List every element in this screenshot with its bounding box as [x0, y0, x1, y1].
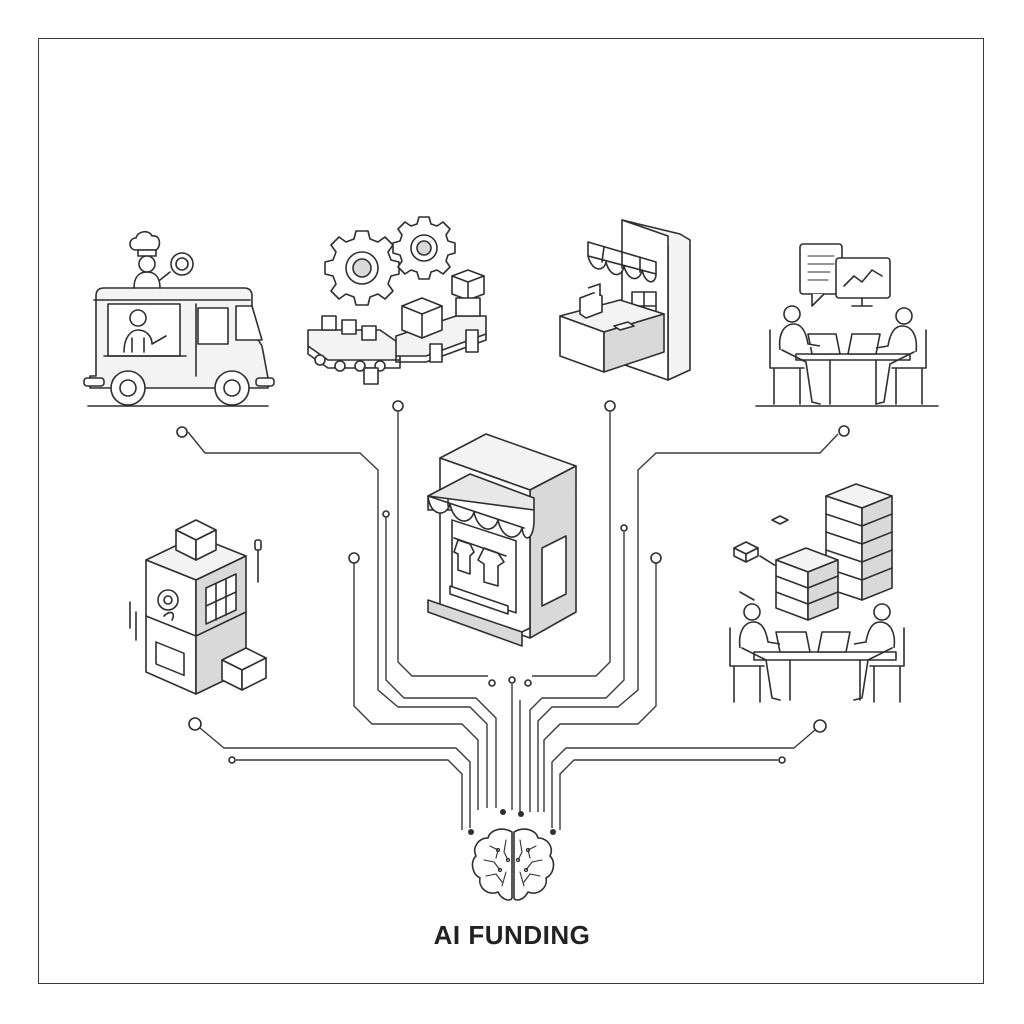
wire-node-bottom-right [813, 719, 827, 733]
wire-bottom-left-2 [236, 759, 463, 830]
wire-node-office [838, 425, 850, 437]
wire-node-shop [604, 400, 616, 412]
brain-icon [471, 828, 555, 901]
wire-bottom-right-2 [559, 759, 778, 830]
wire-left-mid [353, 562, 479, 810]
wire-bottom-right [551, 729, 816, 828]
wire-node-food-truck [176, 426, 188, 438]
wire-node-center [508, 676, 516, 684]
diagram-caption: AI FUNDING [433, 920, 591, 950]
data-servers-team-icon [729, 483, 905, 703]
wire-node-right-mid [650, 552, 662, 564]
wire-office [537, 433, 839, 812]
retail-counter-icon [559, 219, 691, 381]
terminal-dot [468, 829, 474, 835]
wire-end-factory [488, 679, 496, 687]
wire-inner-right [529, 532, 625, 812]
wire-factory [397, 412, 488, 677]
terminal-dot [550, 829, 556, 835]
wire-shop [532, 412, 611, 677]
wire-food-truck [187, 431, 488, 808]
wire-inner-left [385, 516, 497, 808]
wire-bottom-left [199, 727, 471, 828]
office-meeting-icon [755, 243, 939, 407]
wire-end-shop [524, 679, 532, 687]
central-storefront-icon [427, 433, 577, 647]
wire-node-bottom-left-2 [228, 756, 236, 764]
food-truck-icon [83, 230, 275, 407]
wire-node-bottom-right-2 [778, 756, 786, 764]
wire-node-inner-right [620, 524, 628, 532]
stacked-warehouse-icon [129, 519, 267, 695]
wire-node-inner-left [382, 510, 390, 518]
terminal-dot [500, 809, 506, 815]
circuit-wires [176, 400, 850, 835]
factory-gears-icon [307, 216, 487, 385]
wire-node-factory [392, 400, 404, 412]
terminal-dot [518, 811, 524, 817]
wire-node-bottom-left [188, 717, 202, 731]
wire-node-left-mid [348, 552, 360, 564]
wire-right-mid [543, 562, 657, 812]
